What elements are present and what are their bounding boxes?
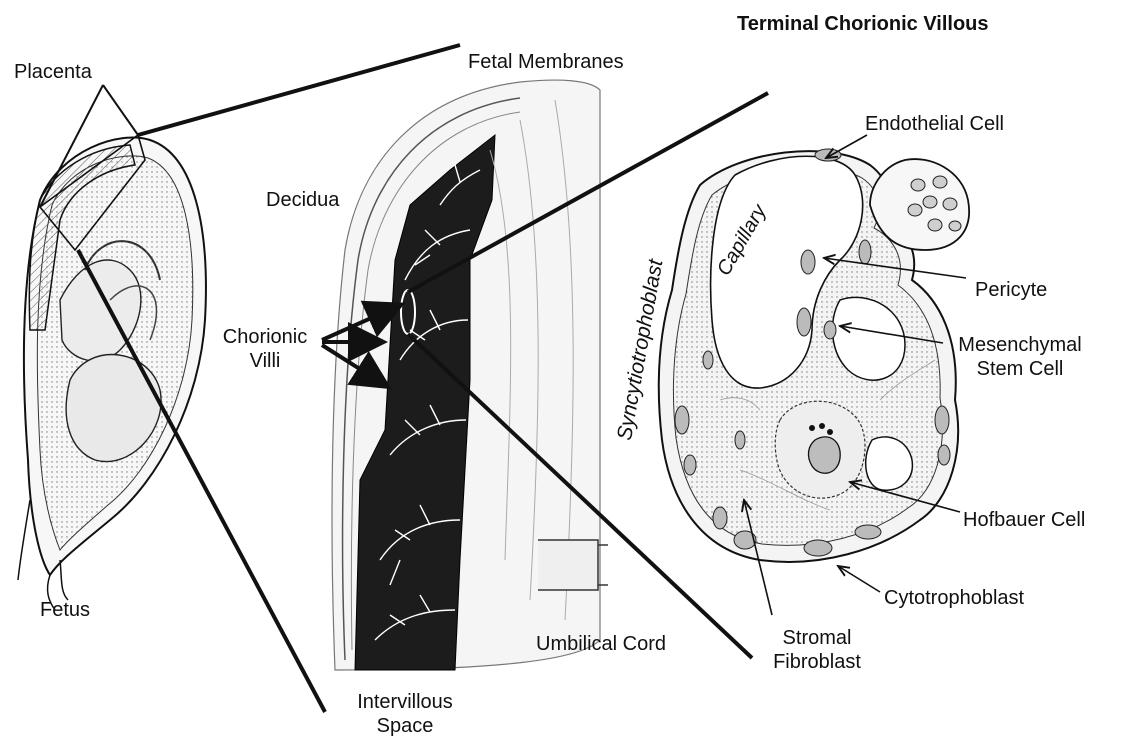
uterus-drawing	[18, 138, 206, 611]
label-mesenchymal-stem-cell: Mesenchymal Stem Cell	[950, 333, 1090, 381]
label-chorionic-villi-line1: Chorionic	[210, 325, 320, 349]
label-stromal-line2: Fibroblast	[757, 650, 877, 674]
label-stromal-fibroblast: Stromal Fibroblast	[757, 626, 877, 674]
label-mesenchymal-line2: Stem Cell	[950, 357, 1090, 381]
label-placenta: Placenta	[14, 60, 92, 84]
label-intervillous-line1: Intervillous	[340, 690, 470, 714]
label-cytotrophoblast: Cytotrophoblast	[884, 586, 1024, 610]
terminal-villous-drawing	[659, 149, 969, 562]
placenta-section-drawing	[332, 80, 608, 670]
label-hofbauer-cell: Hofbauer Cell	[963, 508, 1085, 532]
label-endothelial-cell: Endothelial Cell	[865, 112, 1004, 136]
label-stromal-line1: Stromal	[757, 626, 877, 650]
label-chorionic-villi: Chorionic Villi	[210, 325, 320, 373]
label-chorionic-villi-line2: Villi	[210, 349, 320, 373]
label-umbilical-cord: Umbilical Cord	[536, 632, 666, 656]
label-fetal-membranes: Fetal Membranes	[468, 50, 624, 74]
label-intervillous-space: Intervillous Space	[340, 690, 470, 738]
label-intervillous-line2: Space	[340, 714, 470, 738]
diagram-title: Terminal Chorionic Villous	[737, 12, 989, 36]
label-pericyte: Pericyte	[975, 278, 1047, 302]
label-mesenchymal-line1: Mesenchymal	[950, 333, 1090, 357]
label-fetus: Fetus	[40, 598, 90, 622]
label-decidua: Decidua	[266, 188, 339, 212]
